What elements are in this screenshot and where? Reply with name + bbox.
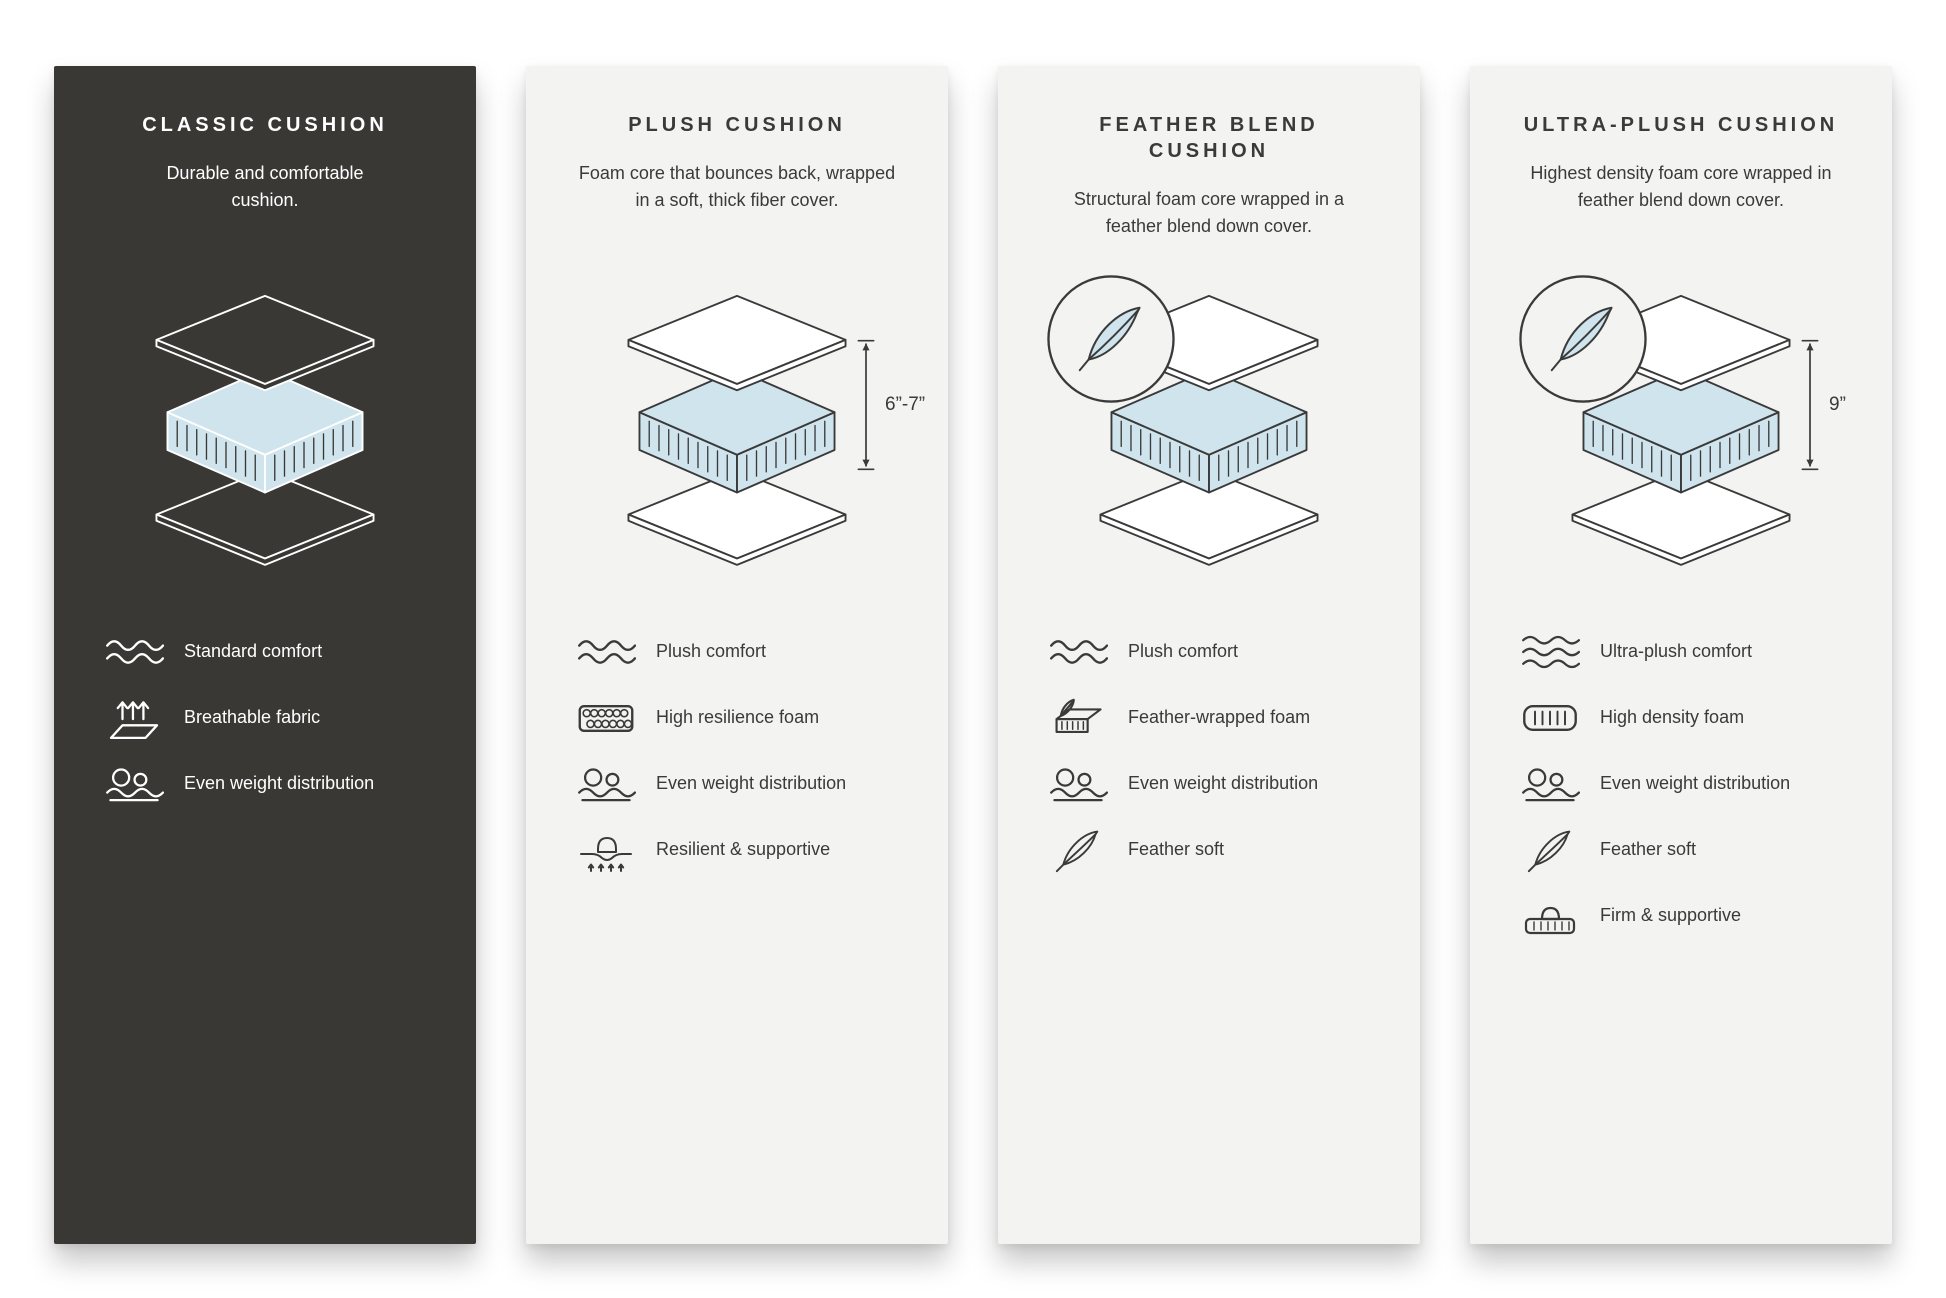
feature-item: Feather soft: [1048, 824, 1378, 876]
waves-icon: [104, 629, 164, 675]
dimension-line-icon: [1799, 330, 1821, 480]
weight-distribution-icon: [1048, 761, 1108, 807]
feature-label: Firm & supportive: [1600, 905, 1742, 926]
card-description: Structural foam core wrapped in a feathe…: [1073, 189, 1345, 236]
resilient-hand-icon: [576, 827, 636, 873]
card-header: ULTRA-PLUSH CUSHION Highest density foam…: [1512, 112, 1850, 282]
feature-list: Ultra-plush comfort High density foam Ev…: [1512, 626, 1850, 942]
card-feather-blend-cushion: FEATHER BLEND CUSHION Structural foam co…: [998, 66, 1420, 1244]
feature-item: Plush comfort: [1048, 626, 1378, 678]
height-measurement: 6”-7”: [855, 330, 925, 480]
card-title: CLASSIC CUSHION: [142, 114, 388, 136]
feature-label: High density foam: [1600, 707, 1745, 728]
card-title: FEATHER BLEND CUSHION: [1099, 114, 1319, 162]
firm-supportive-icon: [1520, 893, 1580, 939]
feature-item: Even weight distribution: [104, 758, 434, 810]
height-value: 6”-7”: [885, 394, 926, 415]
dense-waves-icon: [1520, 629, 1580, 675]
cushion-comparison-cards: CLASSIC CUSHION Durable and comfortable …: [54, 66, 1892, 1244]
feature-item: Plush comfort: [576, 626, 906, 678]
height-measurement: 9”: [1799, 330, 1846, 480]
feature-item: Standard comfort: [104, 626, 434, 678]
feature-item: Even weight distribution: [576, 758, 906, 810]
breathable-icon: [104, 695, 164, 741]
cushion-diagram: [96, 288, 434, 590]
feature-list: Standard comfort Breathable fabric Even …: [96, 626, 434, 810]
card-header: CLASSIC CUSHION Durable and comfortable …: [96, 112, 434, 282]
card-classic-cushion: CLASSIC CUSHION Durable and comfortable …: [54, 66, 476, 1244]
feature-item: Ultra-plush comfort: [1520, 626, 1850, 678]
feather-foam-icon: [1048, 695, 1108, 741]
feature-label: Plush comfort: [1128, 641, 1239, 662]
card-plush-cushion: PLUSH CUSHION Foam core that bounces bac…: [526, 66, 948, 1244]
feature-item: Firm & supportive: [1520, 890, 1850, 942]
card-title: PLUSH CUSHION: [628, 114, 846, 136]
waves-icon: [576, 629, 636, 675]
feature-label: Breathable fabric: [184, 707, 321, 728]
feature-item: Even weight distribution: [1520, 758, 1850, 810]
weight-distribution-icon: [1520, 761, 1580, 807]
cushion-diagram: 9”: [1512, 288, 1850, 590]
feather-badge-icon: [1044, 272, 1178, 406]
feature-list: Plush comfort High resilience foam Even …: [568, 626, 906, 876]
weight-distribution-icon: [576, 761, 636, 807]
feature-label: Ultra-plush comfort: [1600, 641, 1753, 662]
feature-item: Feather soft: [1520, 824, 1850, 876]
feature-item: High resilience foam: [576, 692, 906, 744]
feature-item: Even weight distribution: [1048, 758, 1378, 810]
cushion-diagram: [1040, 288, 1378, 590]
feature-item: Feather-wrapped foam: [1048, 692, 1378, 744]
weight-distribution-icon: [104, 761, 164, 807]
cushion-layers-illustration: [139, 288, 391, 568]
feather-icon: [1048, 827, 1108, 873]
card-description: Highest density foam core wrapped in fea…: [1530, 163, 1832, 210]
dimension-line-icon: [855, 330, 877, 480]
cushion-diagram: 6”-7”: [568, 288, 925, 590]
feature-item: High density foam: [1520, 692, 1850, 744]
card-description: Durable and comfortable cushion.: [166, 163, 364, 210]
feature-label: Standard comfort: [184, 641, 323, 662]
feature-label: High resilience foam: [656, 707, 820, 728]
feature-label: Feather-wrapped foam: [1128, 707, 1311, 728]
height-value: 9”: [1829, 394, 1846, 415]
high-density-foam-icon: [1520, 695, 1580, 741]
waves-icon: [1048, 629, 1108, 675]
feature-label: Even weight distribution: [1600, 773, 1791, 794]
feather-badge-icon: [1516, 272, 1650, 406]
feature-label: Even weight distribution: [656, 773, 847, 794]
card-header: PLUSH CUSHION Foam core that bounces bac…: [568, 112, 906, 282]
card-description: Foam core that bounces back, wrapped in …: [578, 163, 896, 210]
feature-label: Feather soft: [1128, 839, 1225, 860]
feature-label: Even weight distribution: [1128, 773, 1319, 794]
feature-label: Even weight distribution: [184, 773, 375, 794]
card-header: FEATHER BLEND CUSHION Structural foam co…: [1040, 112, 1378, 282]
feature-item: Breathable fabric: [104, 692, 434, 744]
feather-icon: [1520, 827, 1580, 873]
feature-list: Plush comfort Feather-wrapped foam Even …: [1040, 626, 1378, 876]
card-title: ULTRA-PLUSH CUSHION: [1523, 114, 1839, 136]
cushion-layers-illustration: [611, 288, 863, 568]
card-ultra-plush-cushion: ULTRA-PLUSH CUSHION Highest density foam…: [1470, 66, 1892, 1244]
feature-label: Resilient & supportive: [656, 839, 831, 860]
feature-label: Plush comfort: [656, 641, 767, 662]
honeycomb-foam-icon: [576, 695, 636, 741]
feature-label: Feather soft: [1600, 839, 1697, 860]
feature-item: Resilient & supportive: [576, 824, 906, 876]
